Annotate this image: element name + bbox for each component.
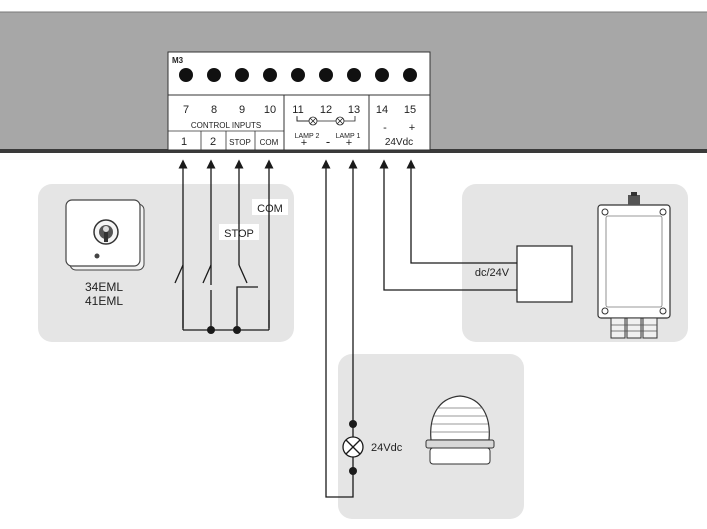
terminal-number: 8 <box>211 104 217 116</box>
power-unit-label: dc/24V <box>475 267 510 279</box>
terminal-sub-label: + <box>301 137 307 149</box>
stop-contact-return <box>236 286 258 330</box>
terminal-screw <box>375 68 389 82</box>
key-switch-model-1: 34EML <box>85 280 123 294</box>
lamp-symbol <box>342 436 364 458</box>
terminal-number: 7 <box>183 104 189 116</box>
terminal-sub-label: + <box>346 137 352 149</box>
key-switch-zone: 34EML 41EML STOP COM <box>38 184 294 342</box>
switch-contact-1 <box>174 264 184 284</box>
terminal-number: 10 <box>264 104 276 116</box>
switch-contact-2 <box>202 264 212 284</box>
supply-voltage-label: 24Vdc <box>385 137 413 148</box>
terminal-sub-label: COM <box>260 138 279 147</box>
flashing-lamp-device <box>425 395 495 465</box>
wire-supply-minus <box>379 159 517 291</box>
lamp2-label: LAMP 2 <box>295 133 320 140</box>
terminal-number: 15 <box>404 104 416 116</box>
terminal-number: 11 <box>292 104 303 116</box>
terminal-sub-label: STOP <box>229 138 251 147</box>
terminal-screw <box>291 68 305 82</box>
power-supply-box <box>516 245 573 303</box>
junction-dots <box>207 326 357 475</box>
terminal-screw <box>263 68 277 82</box>
terminal-sub-label: + <box>409 122 415 134</box>
key-switch-model-2: 41EML <box>85 294 123 308</box>
terminal-screw <box>347 68 361 82</box>
terminal-screw <box>235 68 249 82</box>
terminal-number: 9 <box>239 104 245 116</box>
flashing-lamp-zone: 24Vdc <box>338 354 524 519</box>
wire-supply-plus <box>406 159 517 264</box>
terminal-number: 12 <box>320 104 332 116</box>
terminal-block-label: M3 <box>172 56 184 65</box>
wire-lamp-minus <box>321 159 354 498</box>
key-switch-device <box>65 199 145 271</box>
terminal-screw <box>207 68 221 82</box>
lamp-bracket-wire <box>296 116 356 122</box>
wiring <box>174 159 517 498</box>
com-tag: COM <box>252 199 288 215</box>
terminal-sub-label: - <box>383 122 387 134</box>
terminal-number: 14 <box>376 104 388 116</box>
terminal-screw <box>403 68 417 82</box>
com-tag-label: COM <box>257 203 283 215</box>
switch-contact-stop <box>238 264 248 284</box>
terminal-sub-label: - <box>326 134 330 149</box>
control-inputs-label: CONTROL INPUTS <box>191 121 261 130</box>
terminal-sub-label: 1 <box>181 136 187 148</box>
lamp-voltage-label: 24Vdc <box>371 442 403 454</box>
terminal-sub-label: 2 <box>210 136 216 148</box>
terminal-screw <box>179 68 193 82</box>
junction-box-device <box>597 192 671 339</box>
power-unit-zone: dc/24V <box>462 184 688 342</box>
terminal-number: 13 <box>348 104 360 116</box>
lamp1-label: LAMP 1 <box>336 133 361 140</box>
terminal-screw <box>319 68 333 82</box>
